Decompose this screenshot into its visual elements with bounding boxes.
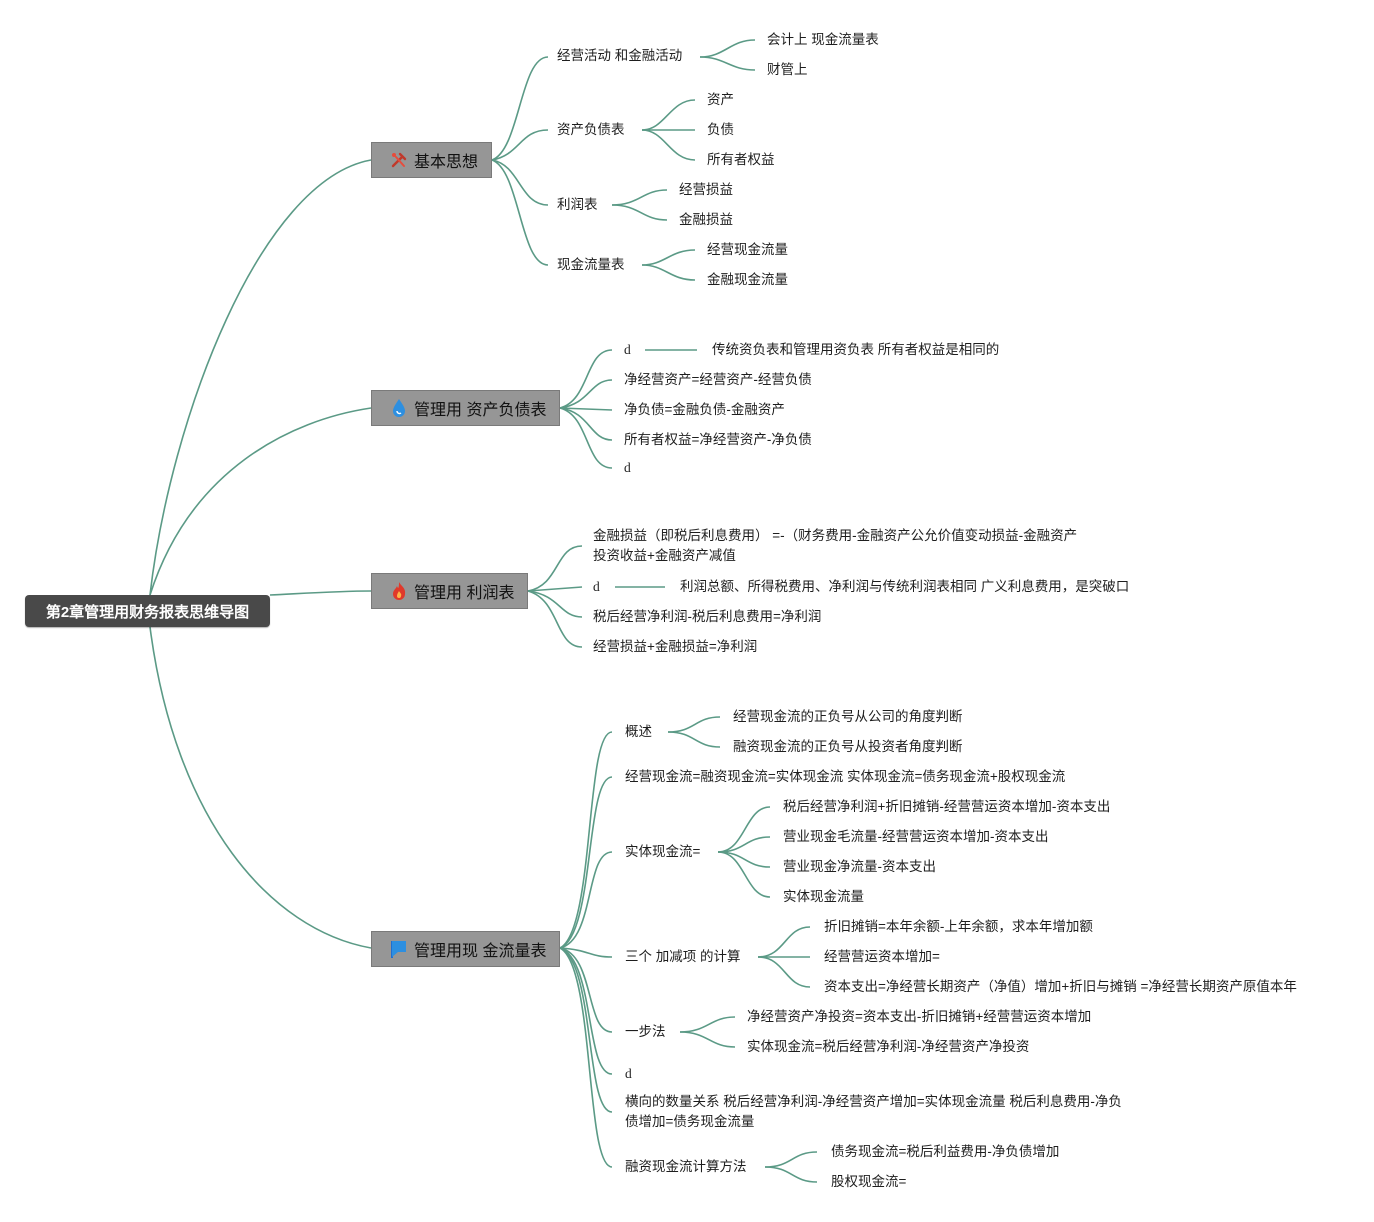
main-topic-managerial-income-statement[interactable]: 管理用 利润表 <box>371 573 528 609</box>
subtopic-d[interactable]: d <box>593 579 600 594</box>
flag-icon <box>388 938 410 960</box>
leaf-equity-cash-flow[interactable]: 股权现金流= <box>831 1174 907 1189</box>
leaf-liabilities[interactable]: 负债 <box>707 122 734 137</box>
subtopic-financing-cf-method[interactable]: 融资现金流计算方法 <box>625 1159 747 1174</box>
leaf-entity-cf-method-3[interactable]: 营业现金净流量-资本支出 <box>783 859 936 874</box>
leaf-financing-cash-flow[interactable]: 金融现金流量 <box>707 272 788 287</box>
subtopic-one-step-method[interactable]: 一步法 <box>625 1024 666 1039</box>
main-topic-label: 管理用 资产负债表 <box>414 402 547 419</box>
subtopic-three-adjustments[interactable]: 三个 加减项 的计算 <box>625 949 741 964</box>
root-title: 第2章管理用财务报表思维导图 <box>45 603 250 621</box>
water-drop-icon <box>388 397 410 419</box>
subtopic-profit-sum-formula[interactable]: 经营损益+金融损益=净利润 <box>593 639 758 654</box>
leaf-entity-cf-one-step[interactable]: 实体现金流=税后经营净利润-净经营资产净投资 <box>747 1039 1030 1054</box>
subtopic-cash-flow-statement[interactable]: 现金流量表 <box>557 257 625 272</box>
leaf-financial-management[interactable]: 财管上 <box>767 62 808 77</box>
main-topic-label: 管理用 利润表 <box>414 585 515 602</box>
leaf-depreciation[interactable]: 折旧摊销=本年余额-上年余额，求本年增加额 <box>824 919 1093 934</box>
subtopic-entity-cash-flow[interactable]: 实体现金流= <box>625 844 701 859</box>
leaf-entity-cf-method-4[interactable]: 实体现金流量 <box>783 889 864 904</box>
leaf-financial-profit[interactable]: 金融损益 <box>679 212 733 227</box>
leaf-debt-cash-flow[interactable]: 债务现金流=税后利益费用-净负债增加 <box>831 1144 1060 1159</box>
subtopic-income-statement[interactable]: 利润表 <box>557 197 598 212</box>
subtopic-cash-flow-identity[interactable]: 经营现金流=融资现金流=实体现金流 实体现金流=债务现金流+股权现金流 <box>625 769 1066 784</box>
main-topic-managerial-cash-flow[interactable]: 管理用现 金流量表 <box>371 931 560 967</box>
subtopic-d[interactable]: d <box>624 342 631 357</box>
subtopic-horizontal-relationship[interactable]: 横向的数量关系 税后经营净利润-净经营资产增加=实体现金流量 税后利息费用-净负… <box>625 1094 1122 1129</box>
subtopic-balance-sheet[interactable]: 资产负债表 <box>557 122 625 137</box>
root-topic[interactable]: 第2章管理用财务报表思维导图 <box>25 595 270 627</box>
subtopic-overview[interactable]: 概述 <box>625 724 652 739</box>
leaf-financing-sign[interactable]: 融资现金流的正负号从投资者角度判断 <box>733 739 963 754</box>
tools-icon <box>388 149 410 171</box>
subtopic-net-profit-formula[interactable]: 税后经营净利润-税后利息费用=净利润 <box>593 609 822 624</box>
leaf-working-capital-increase[interactable]: 经营营运资本增加= <box>824 949 940 964</box>
subtopic-d[interactable]: d <box>625 1066 632 1081</box>
leaf-profit-same-as-traditional[interactable]: 利润总额、所得税费用、净利润与传统利润表相同 广义利息费用，是突破口 <box>680 579 1130 594</box>
leaf-capital-expenditure[interactable]: 资本支出=净经营长期资产（净值）增加+折旧与摊销 =净经营长期资产原值本年 <box>824 979 1297 994</box>
leaf-operating-sign[interactable]: 经营现金流的正负号从公司的角度判断 <box>733 709 963 724</box>
main-topic-managerial-balance-sheet[interactable]: 管理用 资产负债表 <box>371 390 560 426</box>
main-topic-label: 管理用现 金流量表 <box>414 943 547 960</box>
leaf-equity-same[interactable]: 传统资负表和管理用资负表 所有者权益是相同的 <box>712 342 1000 357</box>
leaf-assets[interactable]: 资产 <box>707 92 734 107</box>
main-topic-label: 基本思想 <box>414 154 479 171</box>
main-topic-basic-ideas[interactable]: 基本思想 <box>371 142 492 178</box>
leaf-entity-cf-method-1[interactable]: 税后经营净利润+折旧摊销-经营营运资本增加-资本支出 <box>783 799 1111 814</box>
subtopic-d[interactable]: d <box>624 460 631 475</box>
fire-icon <box>388 580 410 602</box>
leaf-owners-equity[interactable]: 所有者权益 <box>707 152 775 167</box>
leaf-operating-profit[interactable]: 经营损益 <box>679 182 733 197</box>
subtopic-net-operating-assets[interactable]: 净经营资产=经营资产-经营负债 <box>624 372 812 387</box>
subtopic-net-debt[interactable]: 净负债=金融负债-金融资产 <box>624 402 785 417</box>
leaf-net-investment[interactable]: 净经营资产净投资=资本支出-折旧摊销+经营营运资本增加 <box>747 1009 1092 1024</box>
leaf-entity-cf-method-2[interactable]: 营业现金毛流量-经营营运资本增加-资本支出 <box>783 829 1049 844</box>
subtopic-operating-and-financing[interactable]: 经营活动 和金融活动 <box>557 48 683 63</box>
subtopic-financial-profit-formula[interactable]: 金融损益（即税后利息费用） =-（财务费用-金融资产公允价值变动损益-金融资产投… <box>593 528 1078 563</box>
leaf-operating-cash-flow[interactable]: 经营现金流量 <box>707 242 788 257</box>
subtopic-owners-equity-formula[interactable]: 所有者权益=净经营资产-净负债 <box>624 432 812 447</box>
leaf-accounting-cash-flow[interactable]: 会计上 现金流量表 <box>767 32 879 47</box>
